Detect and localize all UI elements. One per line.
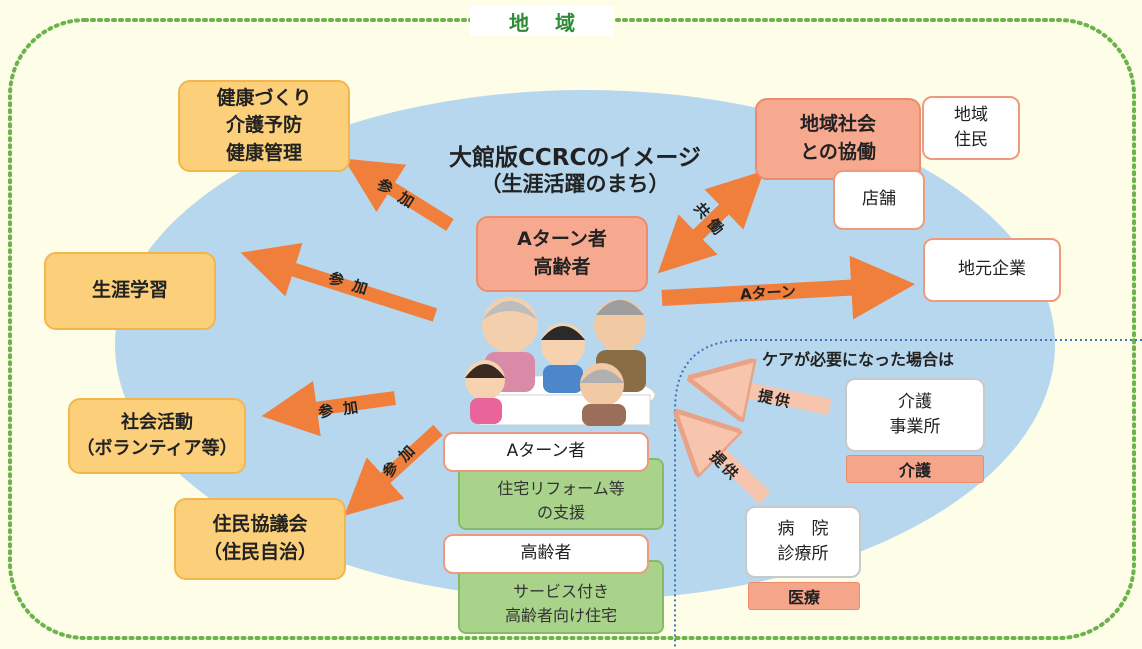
- community-shops: 店舗: [833, 170, 925, 230]
- region-label: 地域: [470, 6, 614, 36]
- diagram-subtitle: （生涯活躍のまち）: [480, 172, 670, 196]
- arrow-aturn: [661, 255, 916, 320]
- arrow-label-aturn: Aターン: [739, 282, 797, 304]
- care-office: 介護 事業所: [845, 378, 985, 452]
- arrow-join-social: [261, 380, 396, 437]
- community-residents: 地域 住民: [922, 96, 1020, 160]
- care-office-tag: 介護: [846, 455, 984, 483]
- support-elderly-label: 高齢者: [443, 534, 649, 574]
- activity-social: 社会活動 （ボランティア等）: [68, 398, 246, 474]
- community-collab: 地域社会 との協働: [755, 98, 921, 180]
- care-title: ケアが必要になった場合は: [762, 350, 955, 369]
- arrow-provide-office: [722, 385, 832, 407]
- arrow-join-council: [344, 424, 443, 516]
- people-illustration: [465, 297, 656, 426]
- arrow-cowork: [657, 170, 765, 274]
- activity-council: 住民協議会 （住民自治）: [174, 498, 346, 580]
- activity-learning: 生涯学習: [44, 252, 216, 330]
- care-hospital-tag: 医療: [748, 582, 860, 610]
- arrow-join-learning: [240, 243, 438, 322]
- community-companies: 地元企業: [923, 238, 1061, 302]
- arrow-join-health: [343, 158, 454, 231]
- care-hospital: 病 院 診療所: [745, 506, 861, 578]
- arrow-provide-hospital: [700, 435, 771, 504]
- center-actors: Aターン者 高齢者: [476, 216, 648, 292]
- support-aturn-label: Aターン者: [443, 432, 649, 472]
- diagram-title: 大館版CCRCのイメージ: [449, 145, 701, 171]
- activity-health: 健康づくり 介護予防 健康管理: [178, 80, 350, 172]
